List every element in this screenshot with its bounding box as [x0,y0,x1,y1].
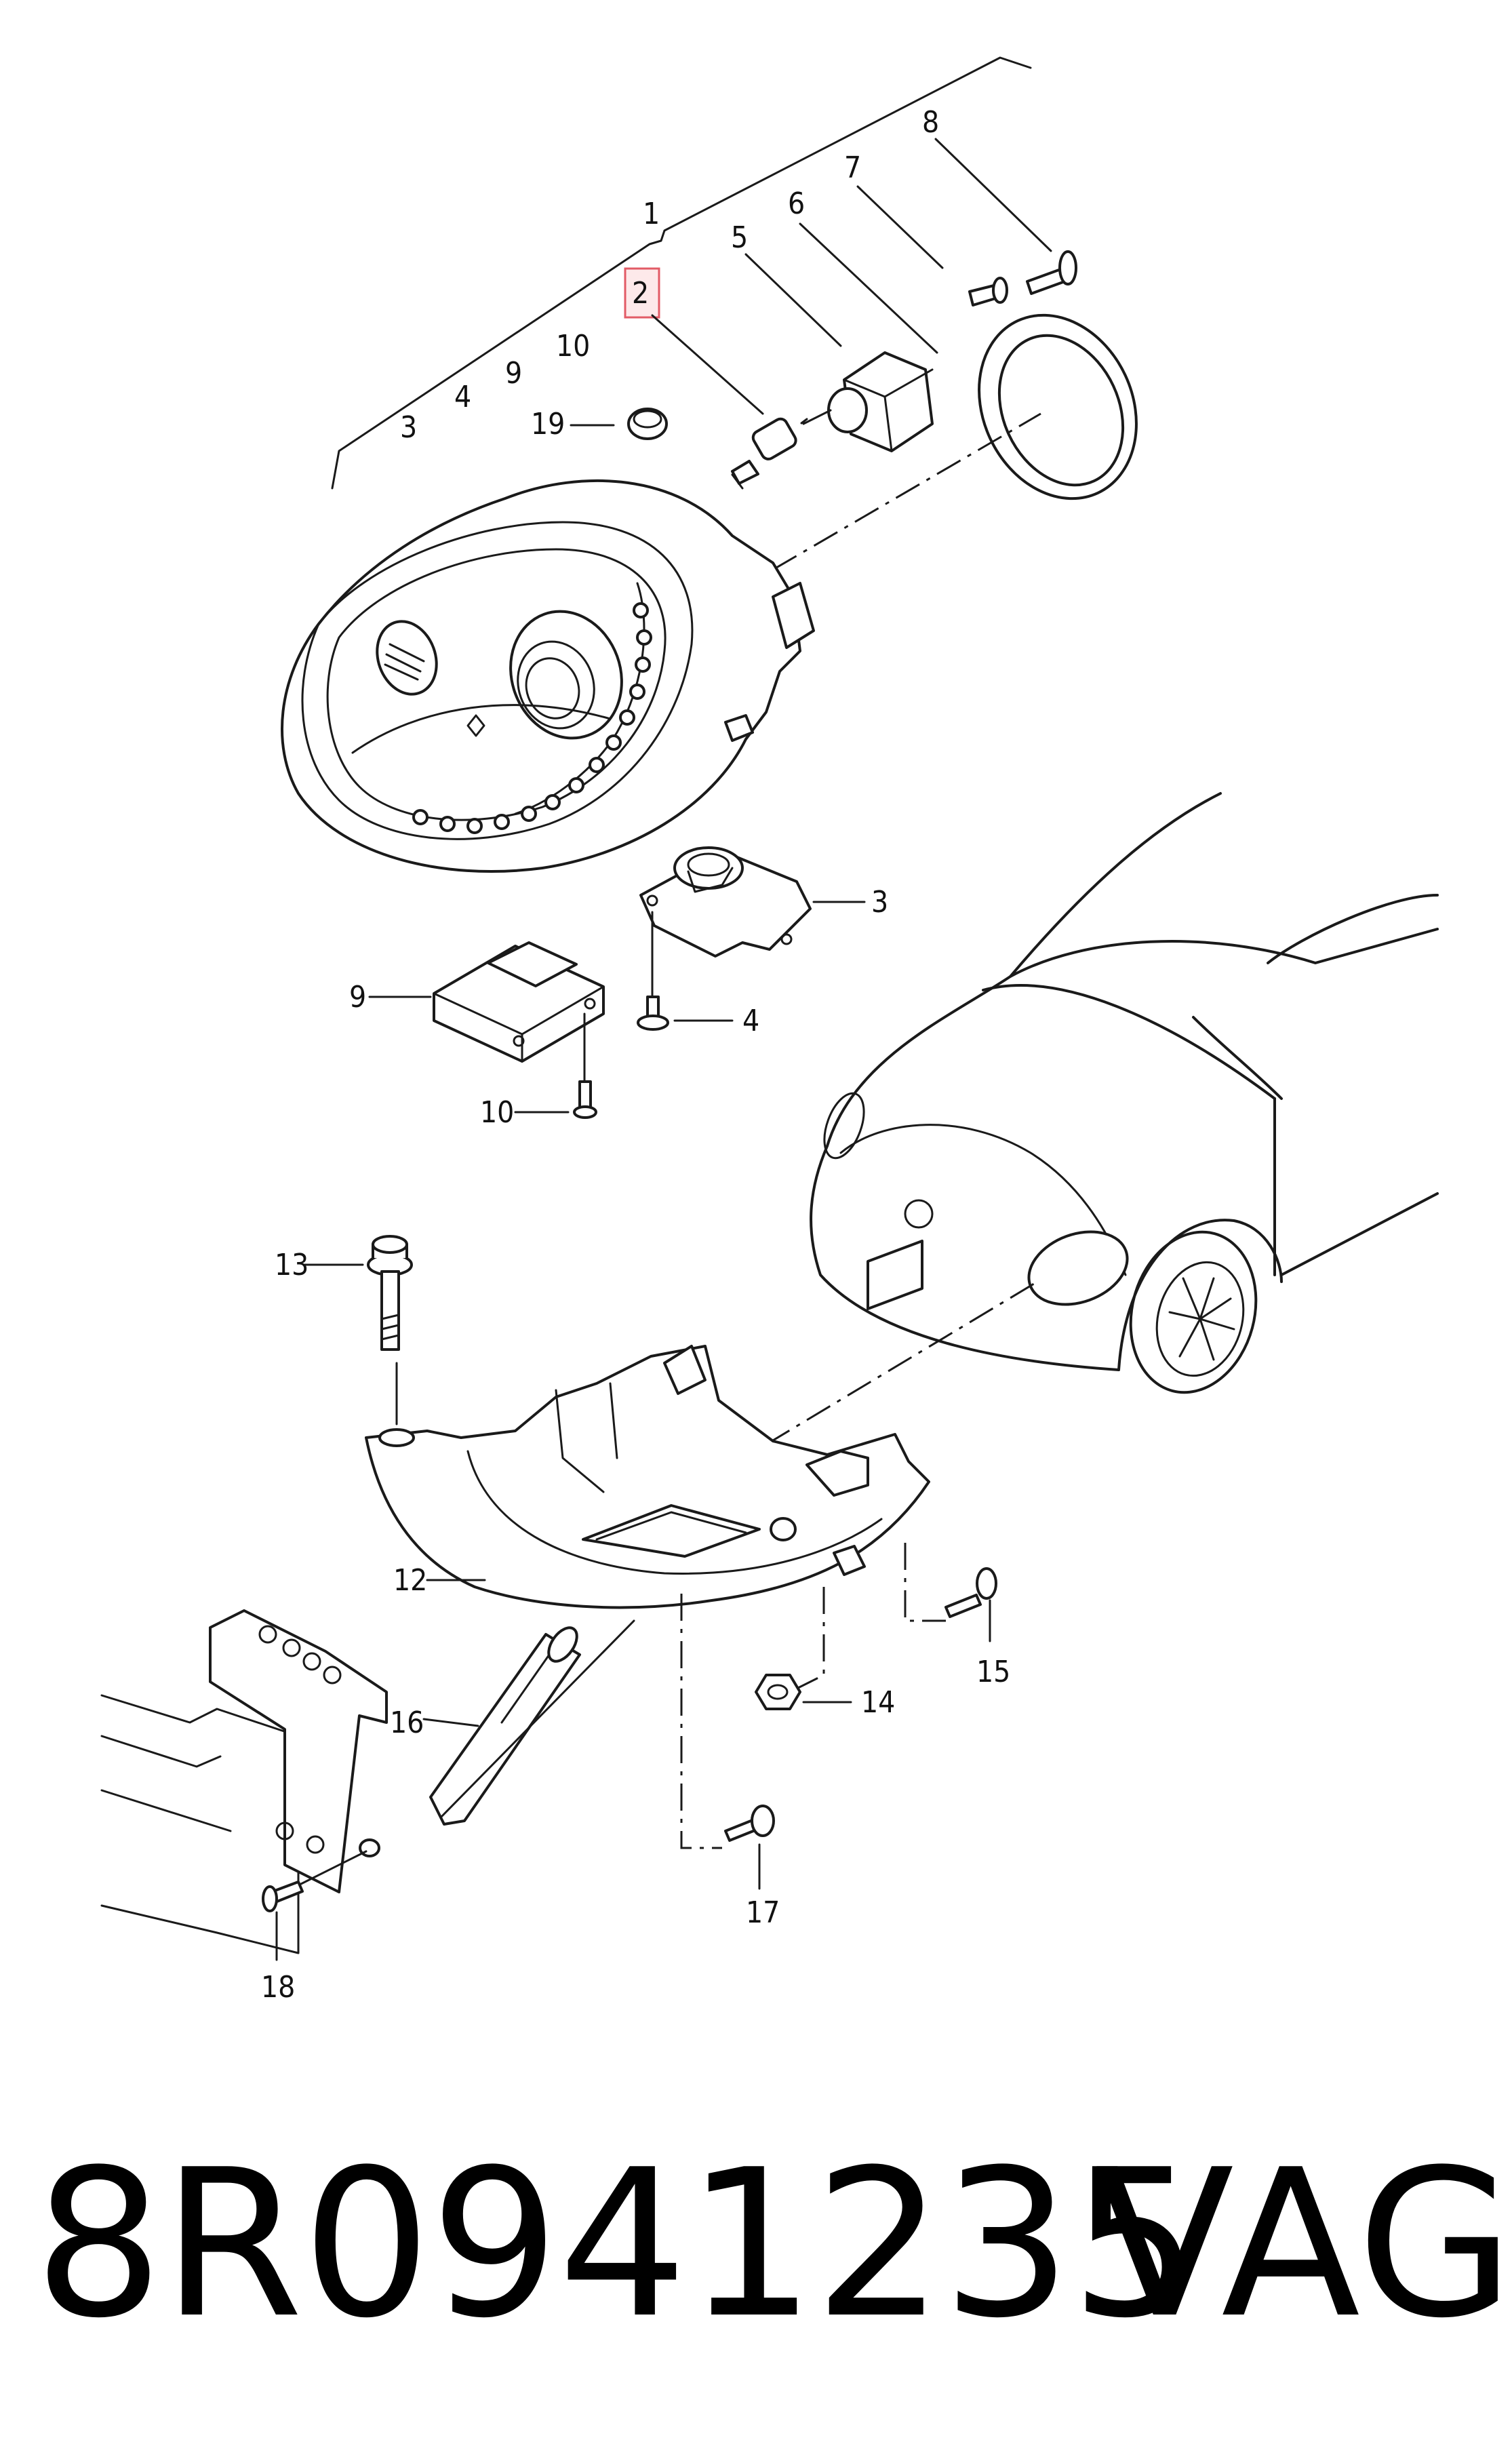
group-bracket [331,56,1032,490]
callout-5: 5 [731,220,748,255]
part-14-nut [755,1674,801,1710]
part-15-screw [944,1567,997,1618]
callout-19: 19 [531,407,565,441]
axis-18 [297,1850,367,1887]
callout-3: 3 [871,885,888,920]
callout-10-group: 10 [556,329,590,363]
callout-17: 17 [746,1895,780,1930]
callout-2: 2 [632,276,649,311]
callout-7: 7 [844,151,861,185]
callout-16: 16 [390,1706,424,1740]
part-13-bolt [367,1235,413,1351]
part-17-screw [724,1805,775,1842]
part-9-module [433,941,605,1063]
part-4-screw [637,996,669,1031]
part-8-screw [1026,250,1077,295]
callout-8: 8 [922,105,939,140]
callout-13: 13 [275,1248,309,1282]
callout-6: 6 [788,186,805,221]
callout-4: 4 [742,1004,759,1038]
part-number: 8R0941235 [34,2126,1199,2363]
assembly-line-cap [772,412,1041,571]
callout-10: 10 [480,1095,514,1130]
callout-12: 12 [393,1563,427,1598]
car-illustration [810,792,1439,1394]
assembly-line-15 [904,1543,946,1622]
part-3-bracket [639,846,812,958]
exploded-view-drawing: 1 2 3 4 9 10 19 5 6 7 8 [100,56,1439,2005]
part-18-screw [262,1880,304,1912]
leader-16 [422,1718,479,1727]
part-5-actuator [800,351,934,452]
part-2-bulb [731,417,797,490]
assembly-line-bracket [765,1280,1038,1446]
axis-16 [439,1619,635,1819]
callout-1: 1 [643,197,660,231]
callout-18: 18 [261,1970,295,2005]
assembly-line-17 [680,1594,722,1849]
part-12-bracket [365,1345,930,1609]
led-beads [412,602,652,834]
headlamp-housing [281,479,815,873]
callout-14: 14 [861,1685,895,1720]
callout-3-group: 3 [400,410,417,445]
part-6-cap [978,313,1138,500]
callout-2-highlight [624,267,660,319]
part-19-plug [627,408,668,440]
callout-15: 15 [976,1655,1010,1689]
leader-lines-top [570,138,1052,427]
callout-4-group: 4 [454,380,471,414]
brand-label: VAG [1095,2126,1512,2363]
part-10-screw [573,1080,597,1119]
part-16-strut [429,1626,581,1826]
assembly-line-14 [796,1587,825,1690]
bumper-carrier [100,1609,388,1954]
callout-9: 9 [349,980,366,1015]
part-7-screw [968,277,1008,307]
callout-9-group: 9 [505,356,522,391]
